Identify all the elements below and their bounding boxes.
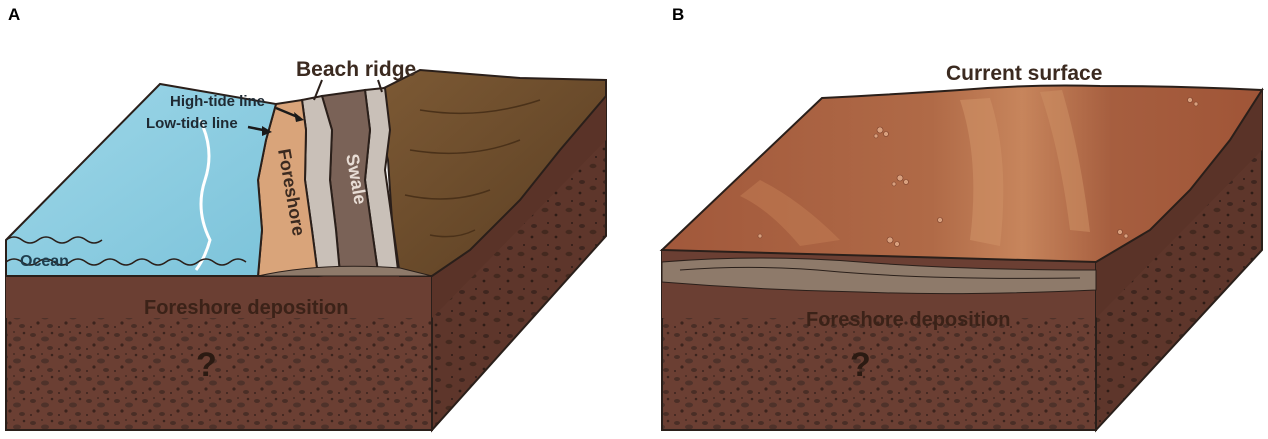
panel-a: A B (5, 5, 607, 433)
beach-ridge-label: Beach ridge (296, 58, 416, 81)
panel-a-unknown-marker: ? (196, 346, 217, 384)
high-tide-line-label: High-tide line (170, 93, 265, 110)
panel-b-unknown-marker: ? (850, 346, 871, 384)
panel-a-letter: A (8, 5, 20, 24)
panel-a-surf-line (194, 119, 212, 271)
panel-b: B Current surface Foreshore deposition ? (659, 5, 1264, 433)
ocean-label: Ocean (20, 253, 69, 270)
panel-b-foreshore-deposition-label: Foreshore deposition (806, 309, 1010, 331)
panel-b-letter: B (672, 5, 684, 24)
panel-a-deposition-band (6, 276, 432, 318)
low-tide-line-label: Low-tide line (146, 115, 238, 132)
panel-b-buried-deposits (661, 257, 1097, 295)
beach-ridge-pointer-2 (377, 79, 383, 93)
panel-a-ocean (5, 82, 278, 277)
panel-a-foreshore-deposition-label: Foreshore deposition (144, 297, 348, 319)
current-surface-label: Current surface (946, 62, 1102, 85)
beach-ridge-pointer-1 (313, 79, 323, 101)
